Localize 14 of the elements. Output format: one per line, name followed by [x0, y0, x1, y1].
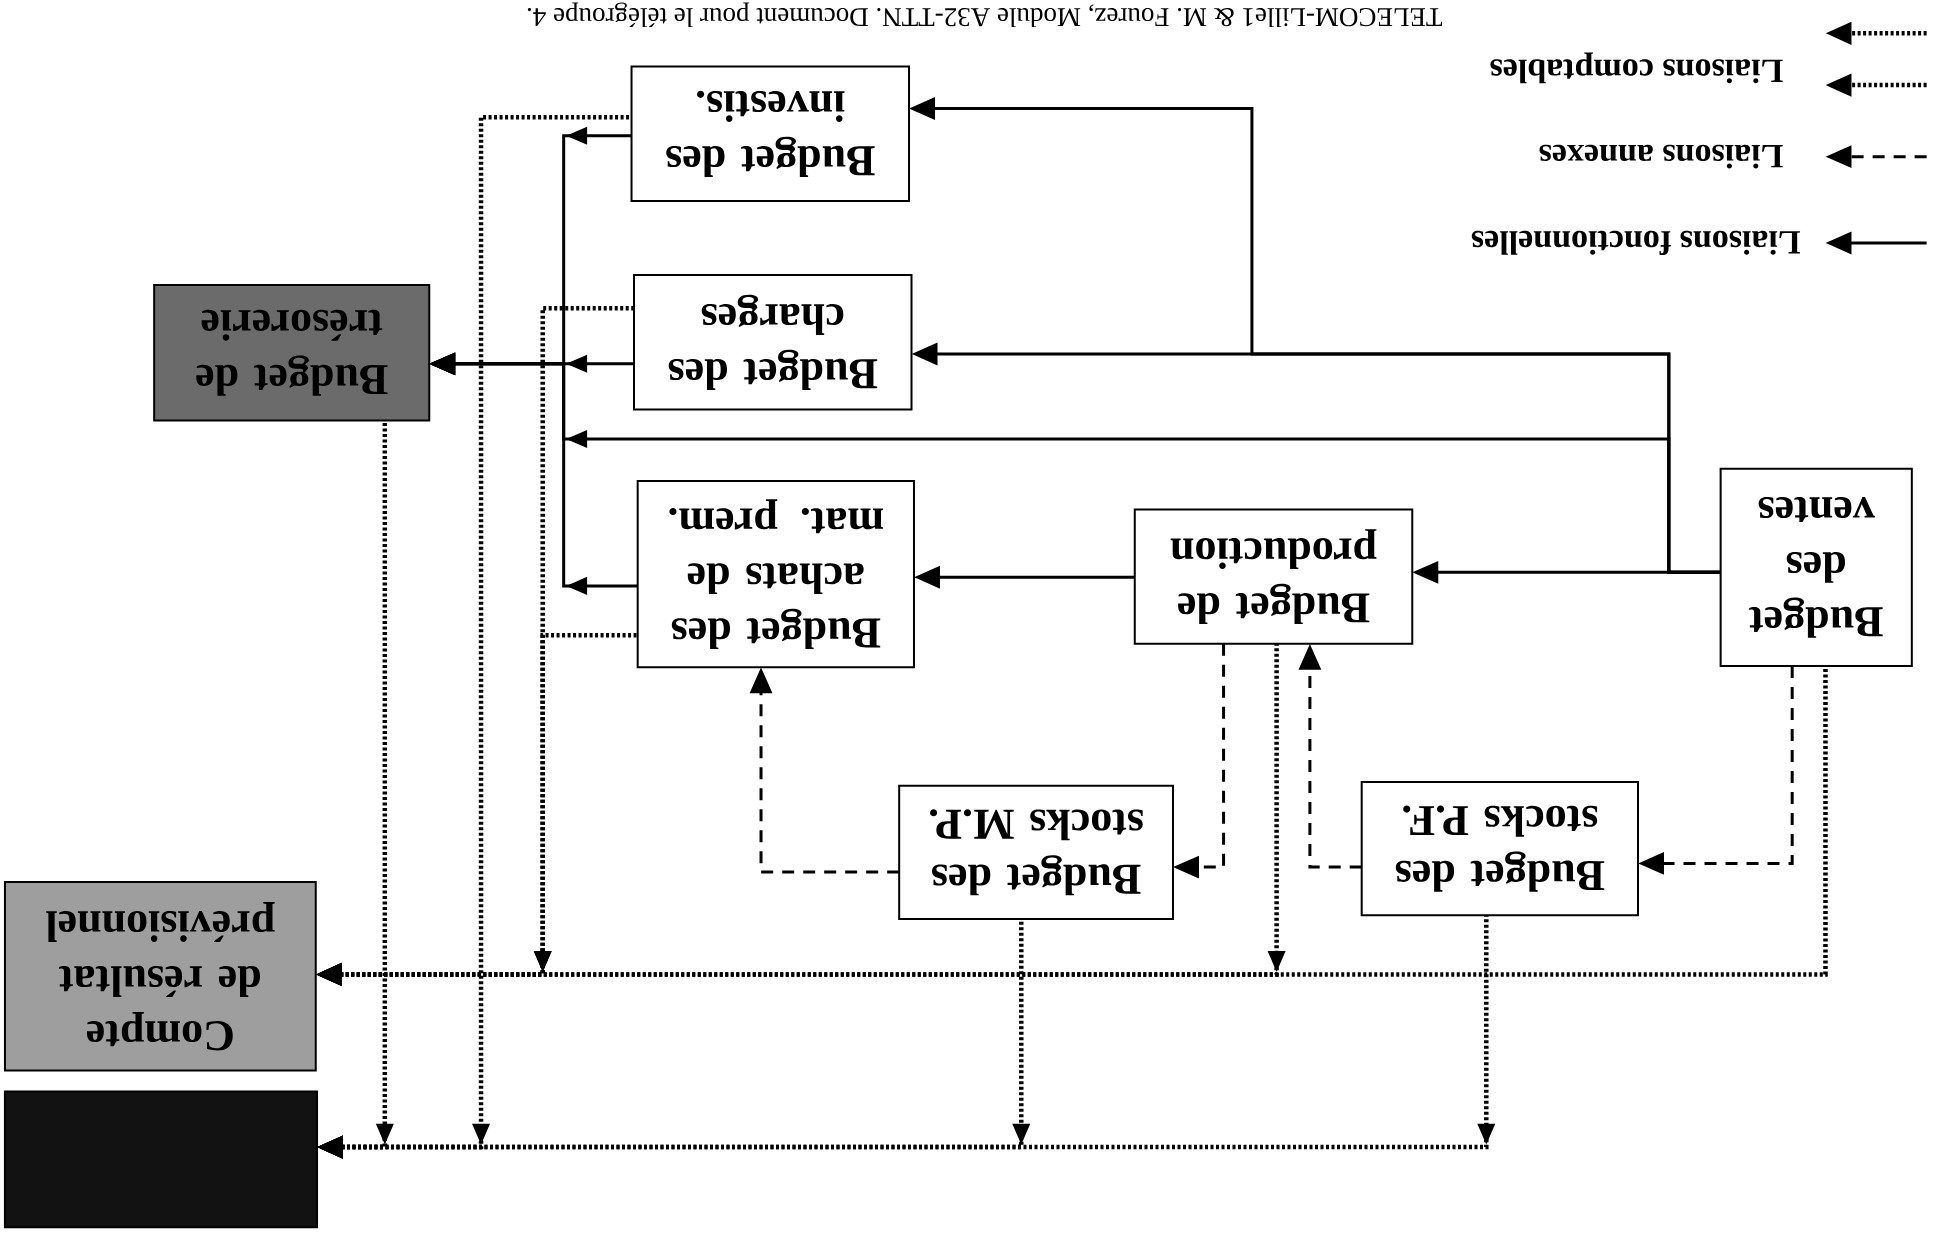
legend-label: Liaisons comptables: [1490, 52, 1783, 84]
process-box: Budget des investis.: [630, 65, 911, 203]
process-box: Budget des charges: [633, 274, 913, 411]
header-text: TELECOM-Lille1 & M. Fourez, Module A32-TTN. Document pour le télégroupe 4.: [527, 2, 1442, 28]
process-box: Budget de trésorerie: [153, 283, 431, 422]
process-box: Budget de production: [1133, 508, 1414, 645]
process-box: Budget des ventes: [1719, 467, 1913, 668]
legend-label: Liaisons annexes: [1539, 144, 1783, 169]
process-box: Budget des stocks M.P.: [898, 784, 1174, 920]
empty-box: [3, 1090, 318, 1229]
process-box: Budget des achats de mat. prem.: [636, 480, 915, 669]
process-box: Compte de résultat prévisionnel: [3, 880, 317, 1072]
process-box: Budget des stocks P.F.: [1360, 781, 1639, 917]
legend-label: Liaisons fonctionnelles: [1471, 230, 1801, 256]
